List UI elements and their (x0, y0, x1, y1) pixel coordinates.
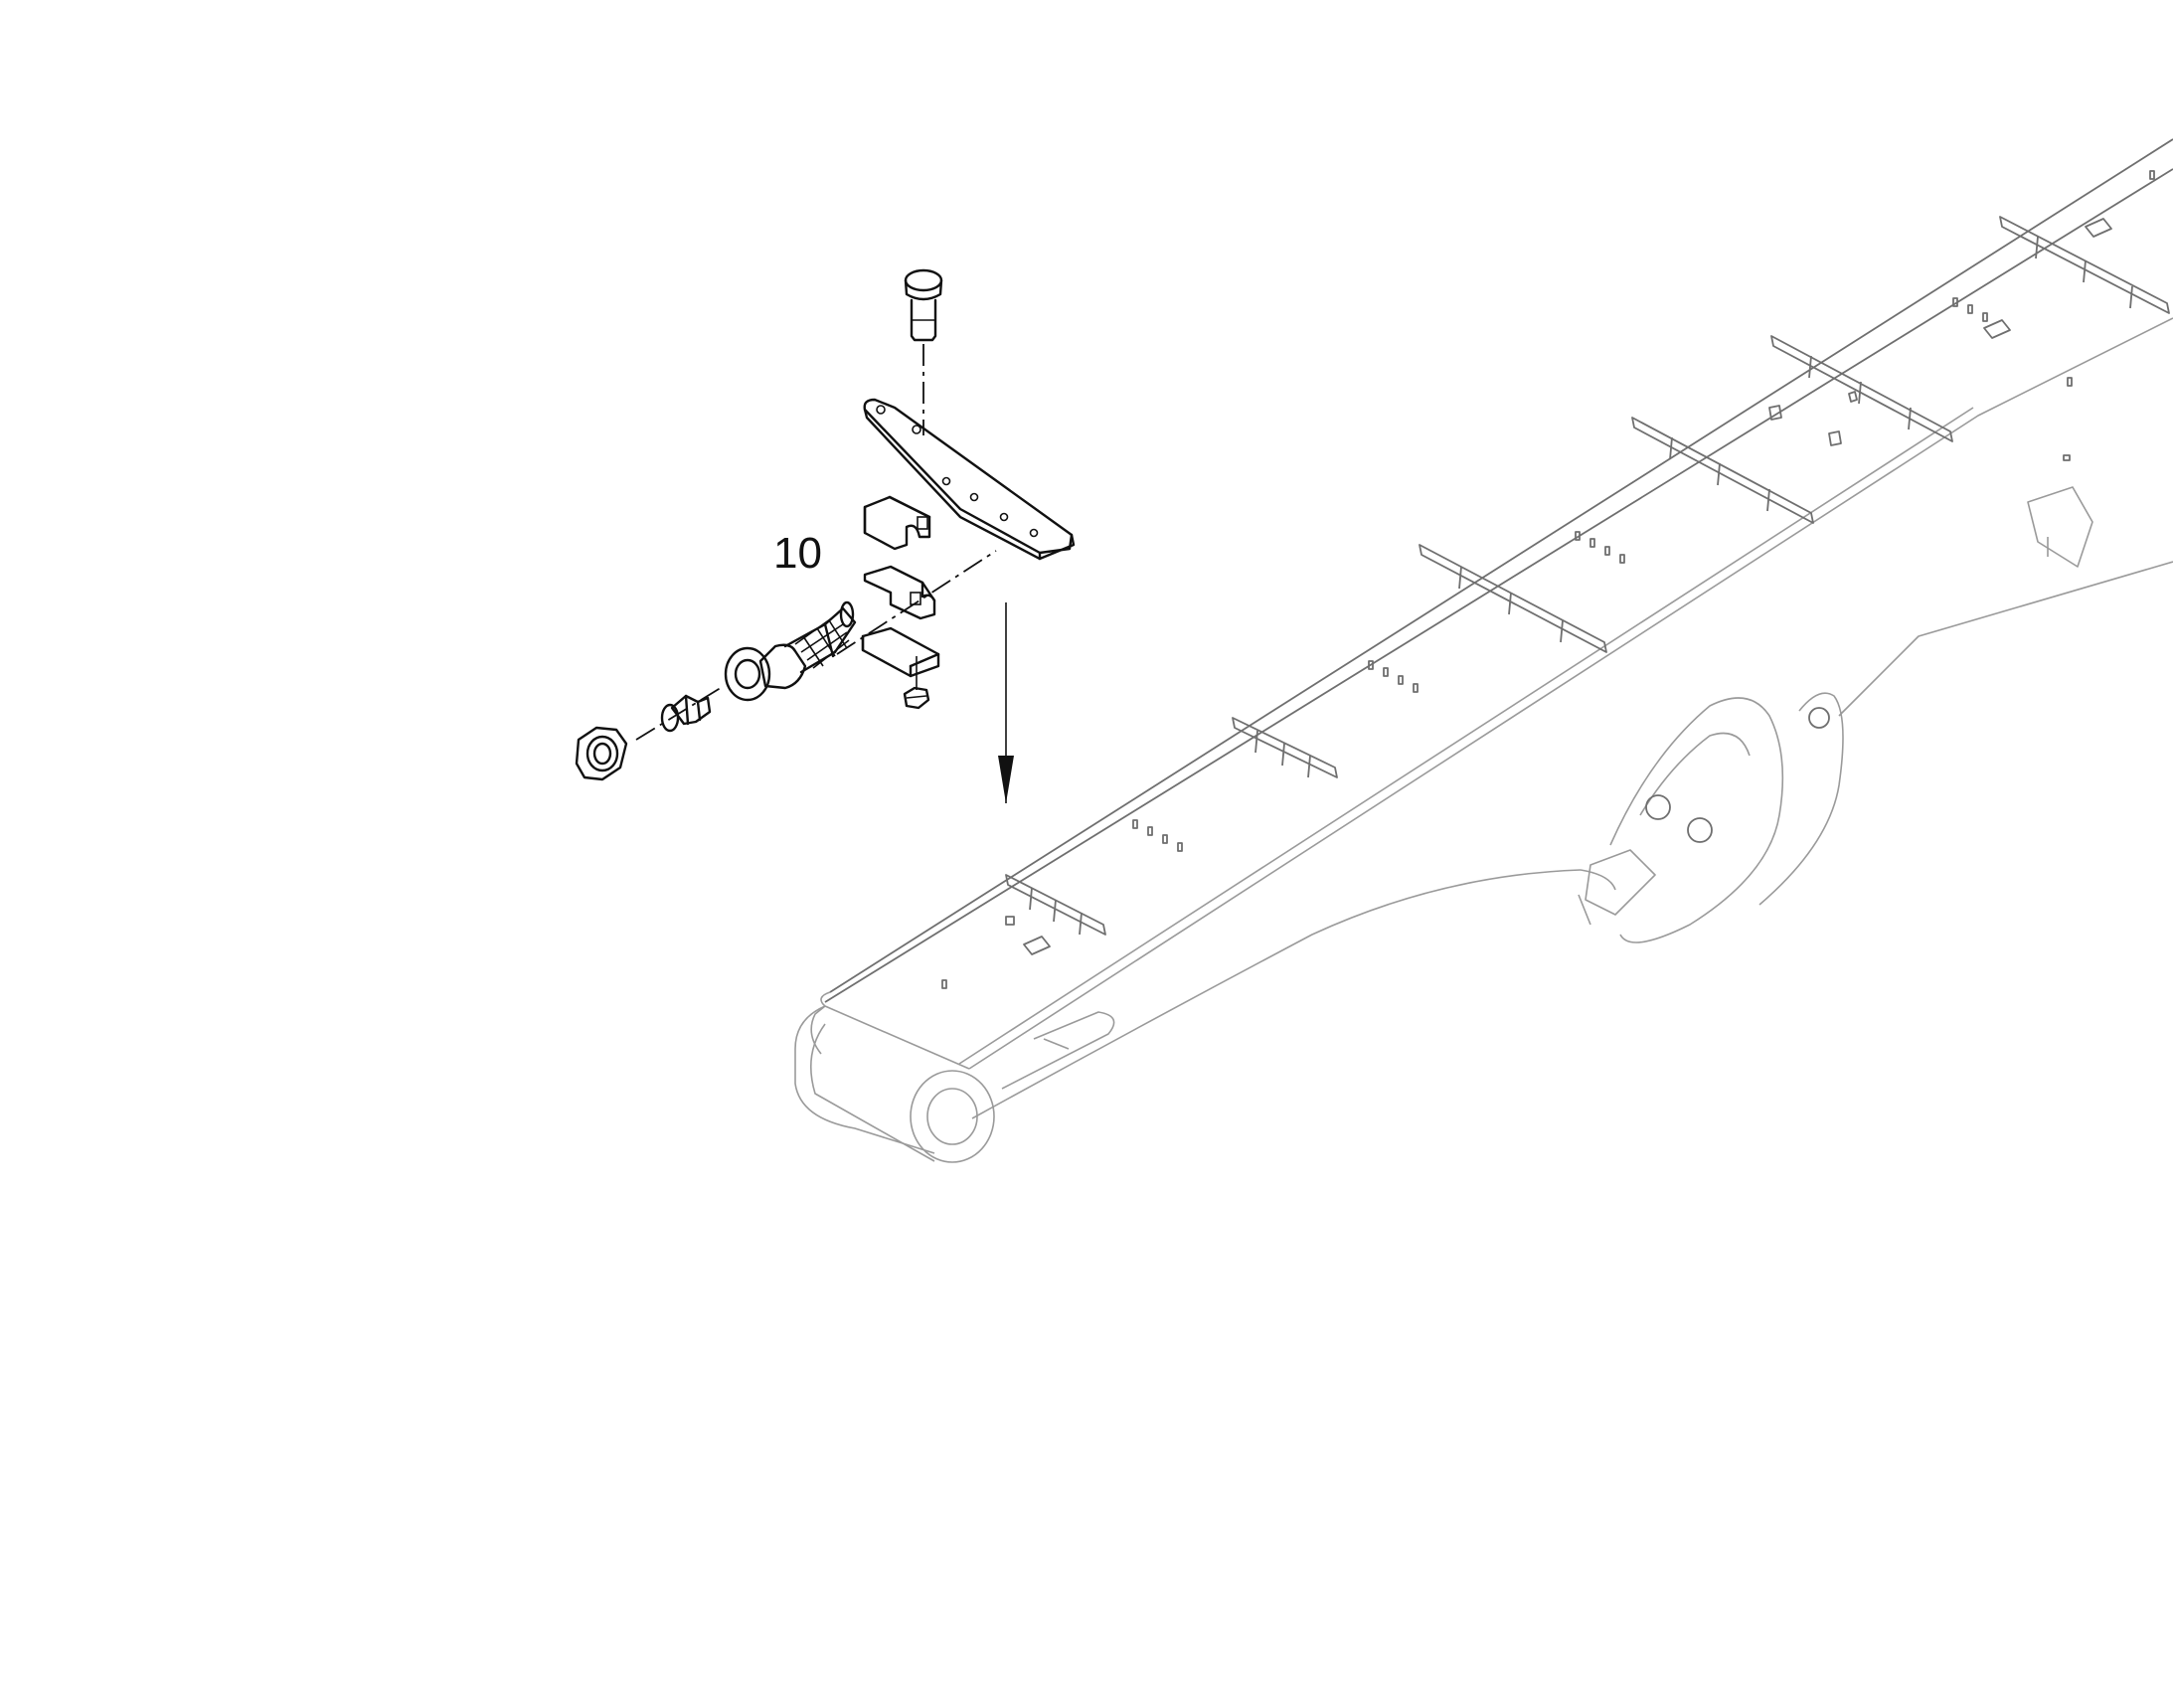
boom-assembly (794, 138, 2173, 1163)
clamp-base-plate (861, 626, 940, 678)
bolt (904, 268, 943, 342)
callout-label: 10 (773, 529, 822, 578)
hose-fitting (724, 550, 997, 702)
upper-clamp-half (863, 495, 931, 551)
mounting-plate (863, 398, 1076, 561)
hex-nut (575, 726, 628, 781)
lower-clamp-half (863, 565, 936, 620)
install-arrow-head (998, 756, 1014, 803)
bottom-nut (903, 686, 930, 710)
adapter (635, 685, 725, 741)
